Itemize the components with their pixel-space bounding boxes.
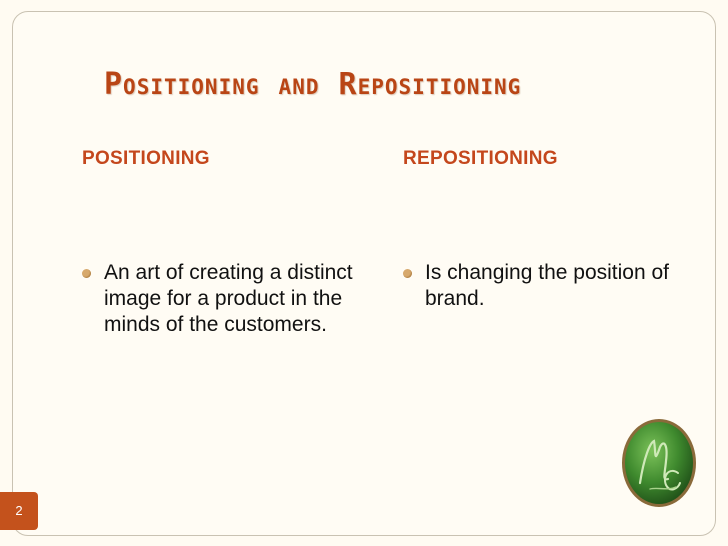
page-number: 2 — [0, 492, 38, 530]
positioning-bullet: An art of creating a distinct image for … — [79, 260, 369, 338]
positioning-bullet-text: An art of creating a distinct image for … — [104, 261, 353, 336]
repositioning-bullet-text: Is changing the position of brand. — [425, 261, 670, 310]
bullet-icon — [403, 269, 412, 278]
repositioning-bullet-list: Is changing the position of brand. — [400, 260, 700, 312]
positioning-bullet-list: An art of creating a distinct image for … — [79, 260, 369, 338]
repositioning-bullet: Is changing the position of brand. — [400, 260, 700, 312]
slide-frame — [12, 11, 716, 536]
repositioning-heading: REPOSITIONING — [403, 148, 558, 169]
positioning-heading: POSITIONING — [82, 148, 210, 169]
mc-monogram-logo-icon — [622, 419, 696, 507]
slide-title: Positioning and Repositioning — [104, 67, 522, 102]
bullet-icon — [82, 269, 91, 278]
